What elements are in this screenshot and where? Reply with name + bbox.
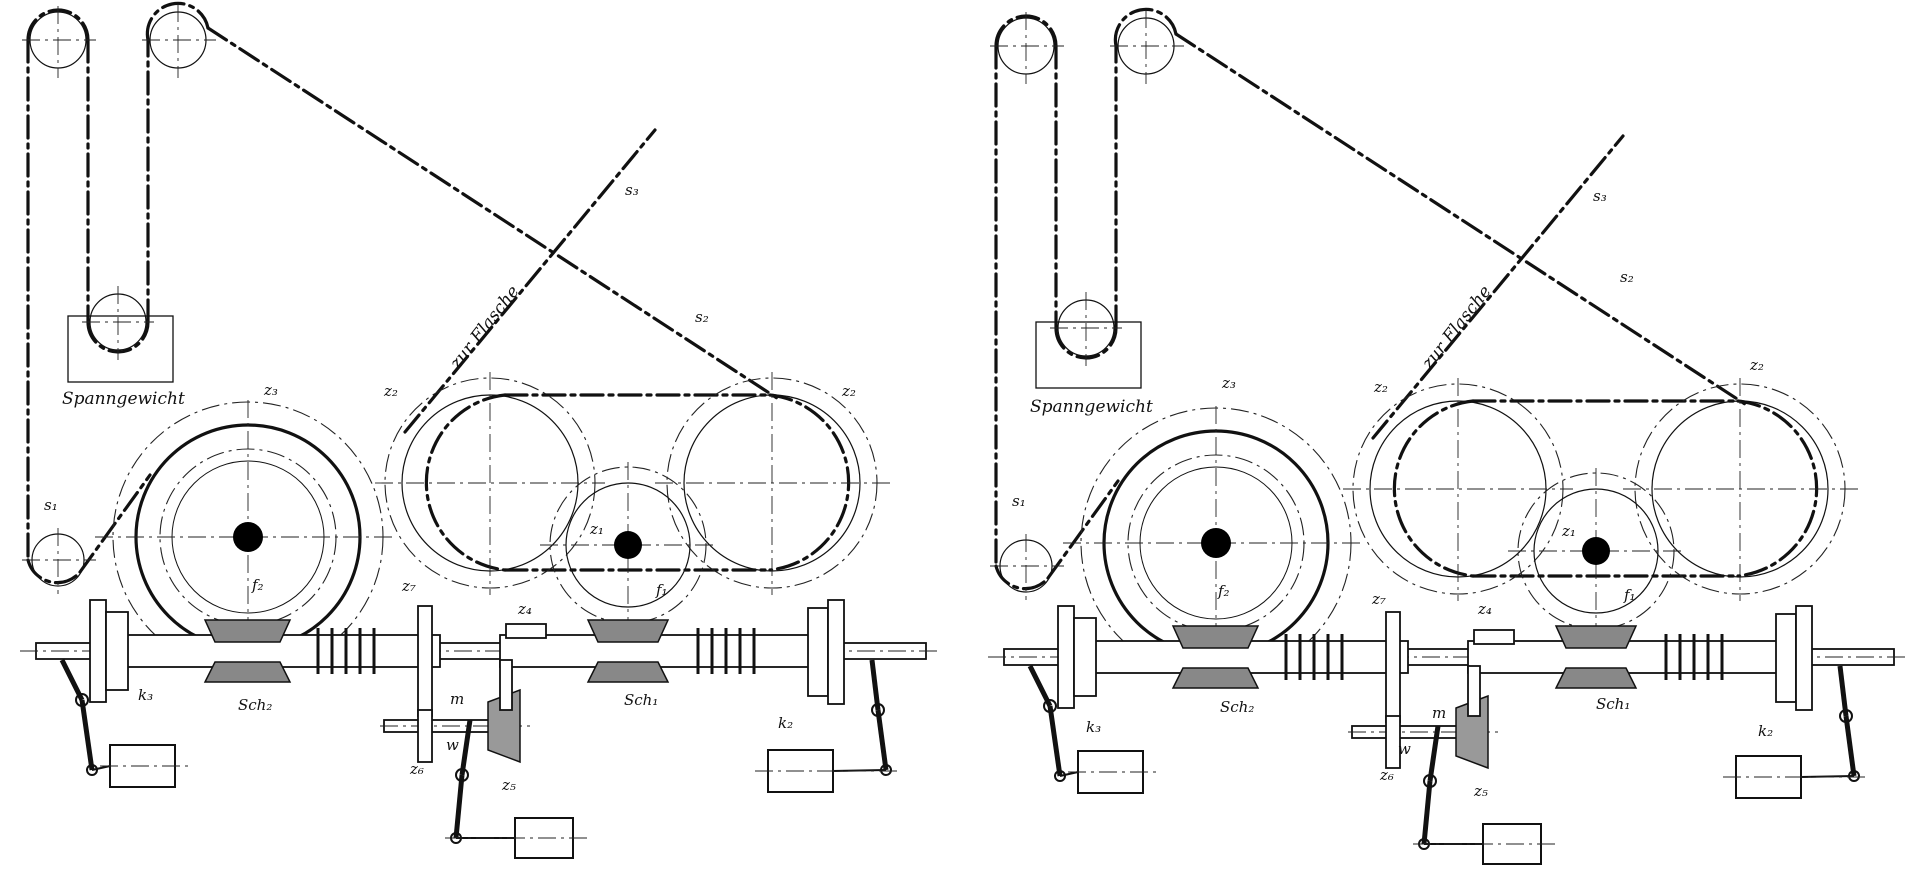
- label-spanngewicht: Spanngewicht: [62, 389, 185, 409]
- label-z2-right: z₂: [841, 382, 856, 400]
- label-w: w: [1398, 740, 1411, 758]
- label-m: m: [450, 690, 464, 708]
- label-z2-right: z₂: [1749, 356, 1764, 374]
- label-k2: k₂: [778, 714, 793, 732]
- label-z3: z₃: [263, 381, 278, 399]
- label-spanngewicht: Spanngewicht: [1030, 397, 1153, 417]
- label-zur-flasche: zur Flasche: [1418, 282, 1496, 374]
- label-f2: f₂: [1217, 582, 1230, 600]
- label-z2-left: z₂: [383, 382, 398, 400]
- label-sch1: Sch₁: [624, 691, 658, 709]
- label-w: w: [446, 736, 459, 754]
- label-s1: s₁: [1012, 492, 1026, 510]
- label-s3: s₃: [1593, 187, 1607, 205]
- label-z5: z₅: [1473, 782, 1488, 800]
- label-k3: k₃: [1086, 718, 1101, 736]
- label-s2: s₂: [695, 308, 709, 326]
- label-f2: f₂: [251, 576, 264, 594]
- label-z1: z₁: [1561, 522, 1576, 540]
- label-k2: k₂: [1758, 722, 1773, 740]
- label-s1: s₁: [44, 496, 58, 514]
- label-z4: z₄: [1477, 600, 1492, 618]
- label-f1: f₁: [1623, 586, 1636, 604]
- label-sch2: Sch₂: [1220, 698, 1254, 716]
- label-m: m: [1432, 704, 1446, 722]
- label-s2: s₂: [1620, 268, 1634, 286]
- label-z4: z₄: [517, 600, 532, 618]
- label-z6: z₆: [409, 760, 424, 778]
- label-k3: k₃: [138, 686, 153, 704]
- labels-left: s₃ s₂ s₁ Spanngewicht zur Flasche z₃ z₂ …: [44, 181, 856, 794]
- label-z2-left: z₂: [1373, 378, 1388, 396]
- label-z5: z₅: [501, 776, 516, 794]
- label-z1: z₁: [589, 520, 604, 538]
- label-sch2: Sch₂: [238, 696, 272, 714]
- label-z7: z₇: [401, 577, 416, 595]
- label-z7: z₇: [1371, 590, 1386, 608]
- label-sch1: Sch₁: [1596, 695, 1630, 713]
- label-z3: z₃: [1221, 374, 1236, 392]
- label-s3: s₃: [625, 181, 639, 199]
- label-f1: f₁: [655, 581, 668, 599]
- label-zur-flasche: zur Flasche: [446, 282, 524, 374]
- label-z6: z₆: [1379, 766, 1394, 784]
- panel-left: [20, 3, 940, 858]
